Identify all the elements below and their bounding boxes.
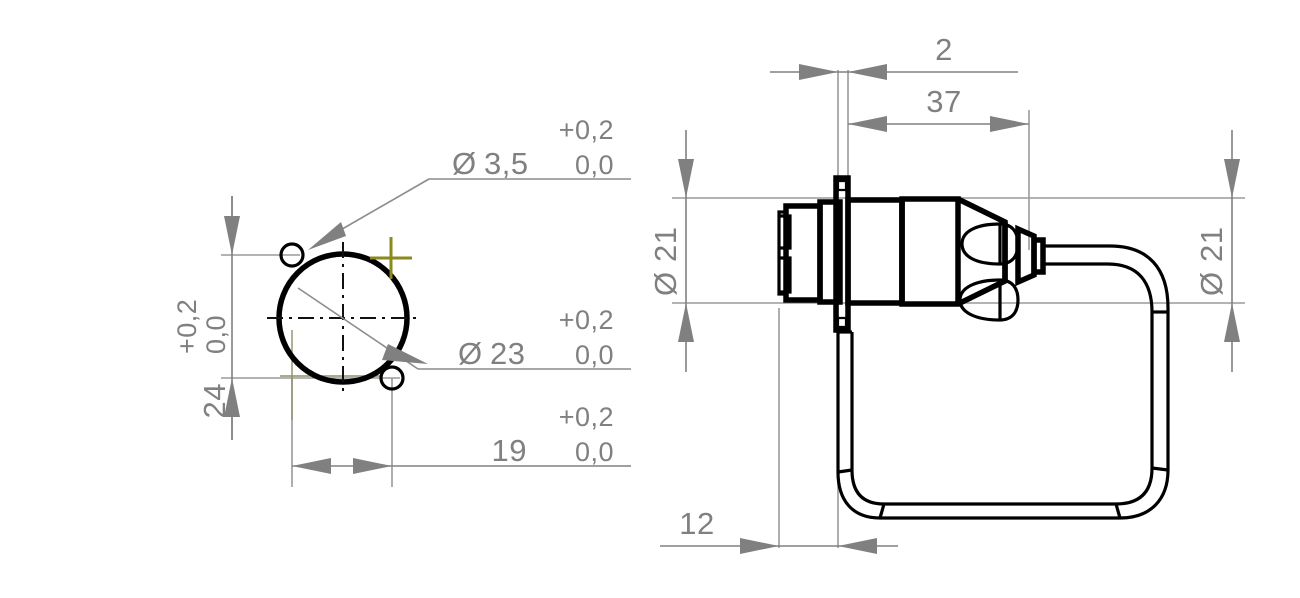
value-body-length: 37 (926, 84, 961, 119)
connector-cable (836, 244, 1170, 520)
leader-dia-23 (297, 287, 631, 370)
symbol-dia-3p5: Ø (452, 146, 477, 181)
label-dia-3p5: +0,2 0,0 Ø 3,5 (452, 115, 614, 181)
value-panel-thickness: 2 (935, 32, 953, 67)
value-19: 19 (492, 433, 527, 468)
dimension-vertical-dia-21-left: Ø 21 (648, 130, 694, 372)
front-view-extension-lines (221, 196, 400, 487)
panel-flange (833, 175, 851, 333)
value-dia-3p5: 3,5 (484, 146, 529, 181)
tol-lower-19: 0,0 (575, 437, 614, 467)
tol-upper-24: +0,2 (172, 299, 202, 354)
label-19: +0,2 0,0 19 (492, 402, 614, 468)
tol-lower-24: 0,0 (201, 315, 231, 354)
symbol-dia-23: Ø (458, 336, 483, 371)
front-view-group: +0,2 0,0 Ø 3,5 +0,2 0,0 Ø 23 +0,2 0,0 19… (172, 115, 631, 487)
value-24: 24 (197, 383, 232, 418)
tol-upper-dia-3p5: +0,2 (559, 115, 614, 145)
connector-body (777, 175, 1046, 333)
value-dia-21-right: 21 (1194, 227, 1229, 262)
dimension-vertical-dia-21-right: Ø 21 (1194, 130, 1240, 372)
leader-dia-3p5 (308, 178, 631, 250)
symbol-dia-21-right: Ø (1194, 271, 1229, 296)
value-rear-projection: 12 (679, 506, 714, 541)
value-dia-23: 23 (490, 336, 525, 371)
side-view-extension-lines (672, 70, 1245, 548)
tol-lower-dia-23: 0,0 (575, 340, 614, 370)
label-24: +0,2 0,0 24 (172, 299, 232, 419)
label-dia-23: +0,2 0,0 Ø 23 (458, 305, 614, 371)
symbol-dia-21-left: Ø (648, 271, 683, 296)
dimension-horizontal-19 (292, 458, 631, 474)
tol-upper-19: +0,2 (559, 402, 614, 432)
dimension-horizontal-2: 2 (770, 32, 1018, 80)
mounting-hole-lower-right (379, 365, 405, 391)
side-view-group: 2 37 12 Ø 21 Ø 2 (648, 32, 1245, 554)
tol-upper-dia-23: +0,2 (559, 305, 614, 335)
dimension-horizontal-12: 12 (660, 506, 898, 554)
tol-lower-dia-3p5: 0,0 (575, 150, 614, 180)
mounting-hole-upper-left (279, 242, 305, 268)
dimension-vertical-24 (224, 196, 240, 440)
value-dia-21-left: 21 (648, 227, 683, 262)
center-marker-cross-icon (370, 237, 412, 279)
dimension-horizontal-37: 37 (848, 84, 1029, 132)
